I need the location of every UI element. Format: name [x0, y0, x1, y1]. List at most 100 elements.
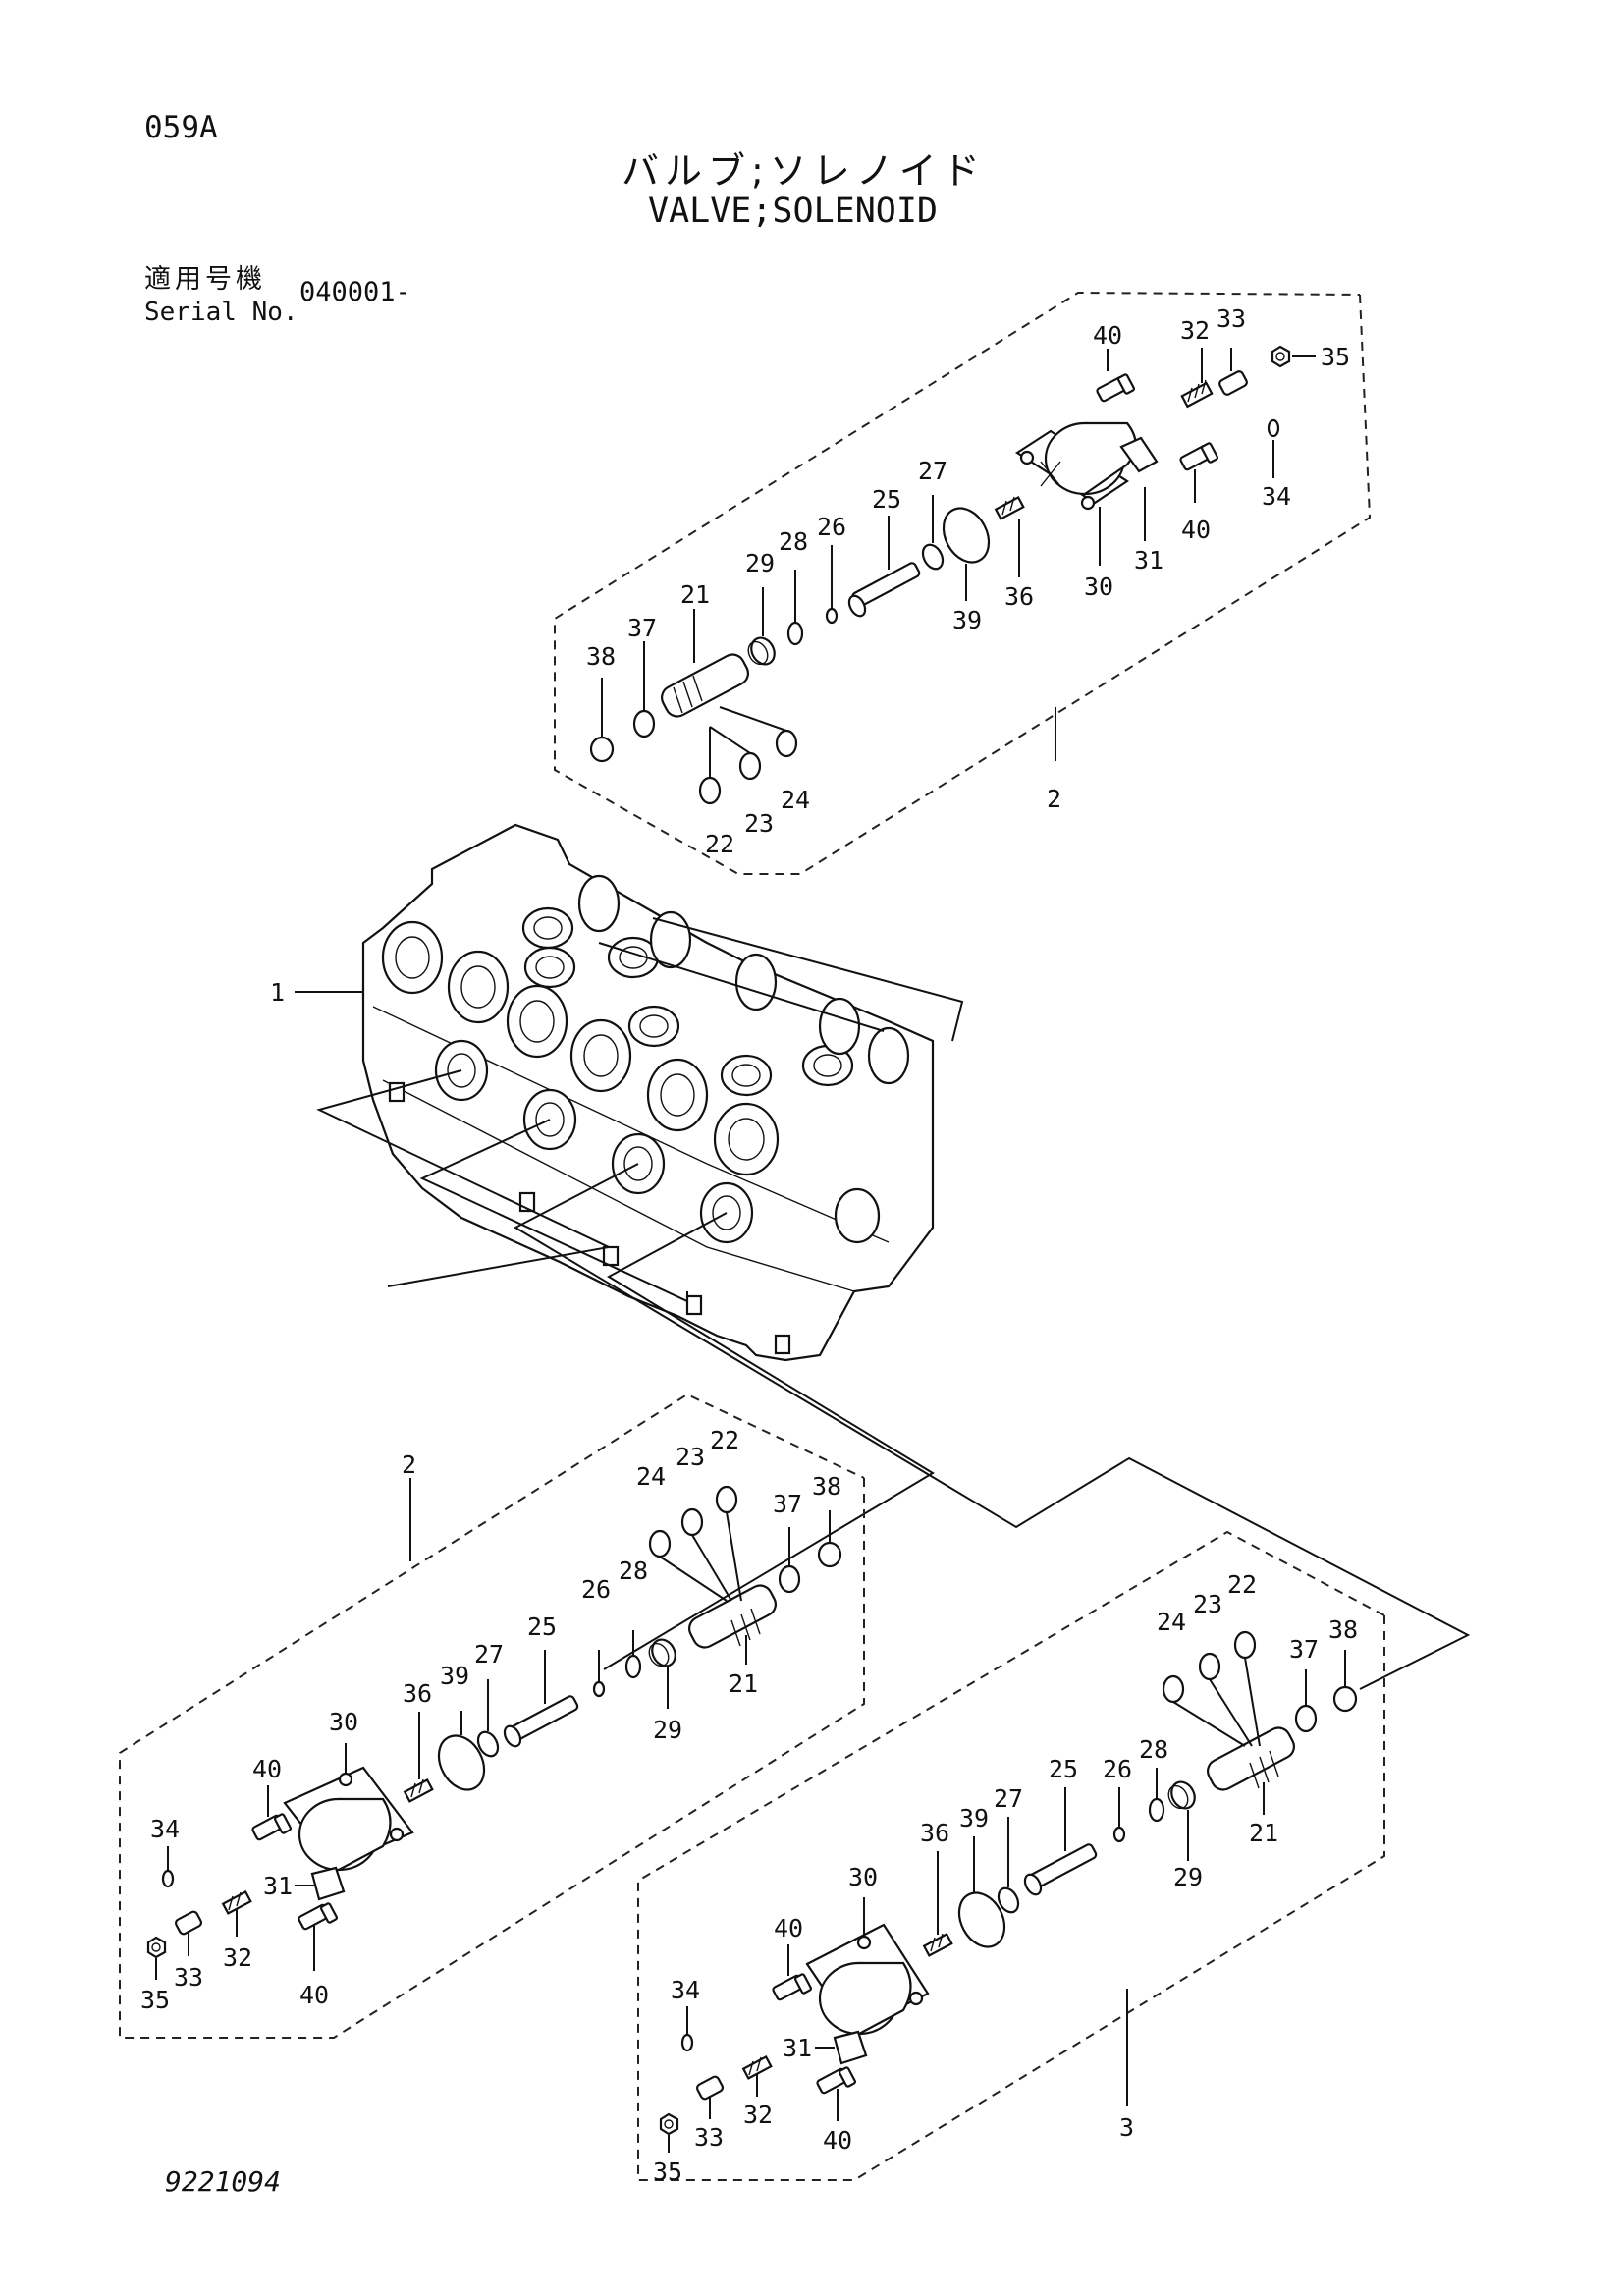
callout-label: 37 [1289, 1635, 1319, 1664]
bolt-icon [1179, 442, 1219, 471]
callout-label: 39 [952, 606, 982, 634]
serial-label-japanese: 適用号機 [144, 264, 266, 295]
fitting-icon [1218, 370, 1248, 396]
nut-icon [1271, 345, 1291, 368]
port-icon [569, 1018, 632, 1093]
callout-label: 40 [823, 2126, 852, 2155]
title-english: VALVE;SOLENOID [648, 191, 939, 231]
o-ring-icon [161, 1869, 175, 1888]
callout-label: 24 [636, 1462, 666, 1491]
o-ring-icon [589, 736, 615, 763]
port-icon [521, 906, 574, 950]
port-icon [627, 1005, 680, 1048]
bolt-icon [298, 1902, 339, 1931]
left-assembly-dashed-boundary [119, 1393, 865, 2039]
o-ring-icon [632, 709, 656, 738]
sleeve-icon [1207, 1726, 1295, 1791]
callout-label: 23 [1193, 1590, 1222, 1618]
spool-icon [1023, 1843, 1098, 1896]
spring-icon [221, 1889, 252, 1915]
top-solenoid-assembly: 40 32 33 35 34 40 31 30 36 39 27 25 26 2… [554, 291, 1372, 875]
o-ring-icon [698, 776, 722, 805]
callout-label: 21 [680, 580, 710, 609]
port-icon [720, 1054, 773, 1097]
right-assembly-dashed-boundary [637, 1530, 1385, 2181]
o-ring-icon [680, 1507, 704, 1537]
callout-label: 26 [581, 1575, 611, 1604]
callout-label: 34 [1262, 482, 1291, 511]
callout-label: 30 [329, 1708, 358, 1736]
callout-label: 24 [781, 786, 810, 814]
o-ring-icon [1332, 1685, 1358, 1713]
callout-label: 31 [1134, 546, 1163, 574]
port-icon [523, 946, 576, 989]
left-solenoid-assembly: 2 24 23 22 37 38 26 28 25 27 39 36 30 21… [119, 1393, 865, 2039]
callout-label: 37 [627, 614, 657, 642]
callout-label: 3 [1119, 2113, 1134, 2142]
o-ring-icon [817, 1541, 842, 1568]
o-ring-icon [957, 1891, 1006, 1948]
callout-label: 40 [774, 1914, 803, 1942]
callout-label: 33 [174, 1963, 203, 1992]
callout-label: 22 [705, 830, 734, 858]
o-ring-icon [624, 1654, 642, 1679]
callout-label: 38 [586, 642, 616, 671]
o-ring-icon [1233, 1630, 1257, 1660]
callout-label: 40 [252, 1755, 282, 1783]
o-ring-icon [648, 1529, 672, 1558]
callout-label: 40 [299, 1981, 329, 2009]
callout-label: 34 [671, 1976, 700, 2004]
o-ring-icon [715, 1485, 738, 1514]
port-icon [447, 950, 510, 1024]
callout-label: 21 [1249, 1819, 1278, 1847]
valve-boss [577, 874, 910, 1085]
fitting-icon [174, 1910, 203, 1936]
ball-icon [825, 607, 839, 625]
callout-label: 28 [619, 1557, 648, 1585]
callout-label: 39 [959, 1804, 989, 1832]
port-icon [381, 920, 444, 995]
callout-label: 28 [1139, 1735, 1168, 1764]
callout-label: 36 [920, 1819, 949, 1847]
fitting-icon [695, 2075, 725, 2101]
bolt-icon [816, 2066, 857, 2095]
o-ring-icon [1162, 1674, 1185, 1704]
ball-icon [592, 1680, 606, 1698]
callout-label: 30 [1084, 573, 1113, 601]
main-valve-body: 1 [270, 823, 1471, 1690]
spool-icon [503, 1695, 579, 1748]
o-ring-icon [942, 507, 991, 564]
callout-label: 25 [527, 1613, 557, 1641]
page-code: 059A [144, 110, 218, 145]
o-ring-icon [1148, 1797, 1165, 1823]
callout-label: 37 [773, 1490, 802, 1518]
nut-icon [146, 1936, 167, 1959]
sleeve-icon [661, 653, 749, 718]
callout-label: 21 [729, 1669, 758, 1698]
callout-label: 40 [1093, 321, 1122, 350]
callout-label: 36 [1004, 582, 1034, 611]
callout-label: 25 [1049, 1755, 1078, 1783]
callout-label: 33 [694, 2123, 724, 2152]
callout-label: 36 [403, 1679, 432, 1708]
callout-label: 26 [817, 513, 846, 541]
callout-label: 35 [1321, 343, 1350, 371]
callout-label: 32 [1180, 316, 1210, 345]
callout-label: 27 [918, 457, 947, 485]
bolt-icon [251, 1813, 293, 1841]
callout-label: 33 [1217, 304, 1246, 333]
title-japanese: バルブ;ソレノイド [622, 149, 986, 192]
o-ring-icon [1198, 1652, 1221, 1681]
solenoid-coil-icon [283, 1766, 414, 1901]
callout-label: 40 [1181, 516, 1211, 544]
callout-label: 31 [783, 2034, 812, 2062]
callout-label: 39 [440, 1662, 469, 1690]
washer-icon [997, 1886, 1020, 1914]
spring-icon [747, 636, 776, 666]
callout-label: 35 [140, 1986, 170, 2014]
spring-icon [994, 495, 1025, 520]
o-ring-icon [680, 2033, 694, 2052]
spool-icon [847, 562, 921, 618]
spring-icon [1167, 1780, 1196, 1810]
